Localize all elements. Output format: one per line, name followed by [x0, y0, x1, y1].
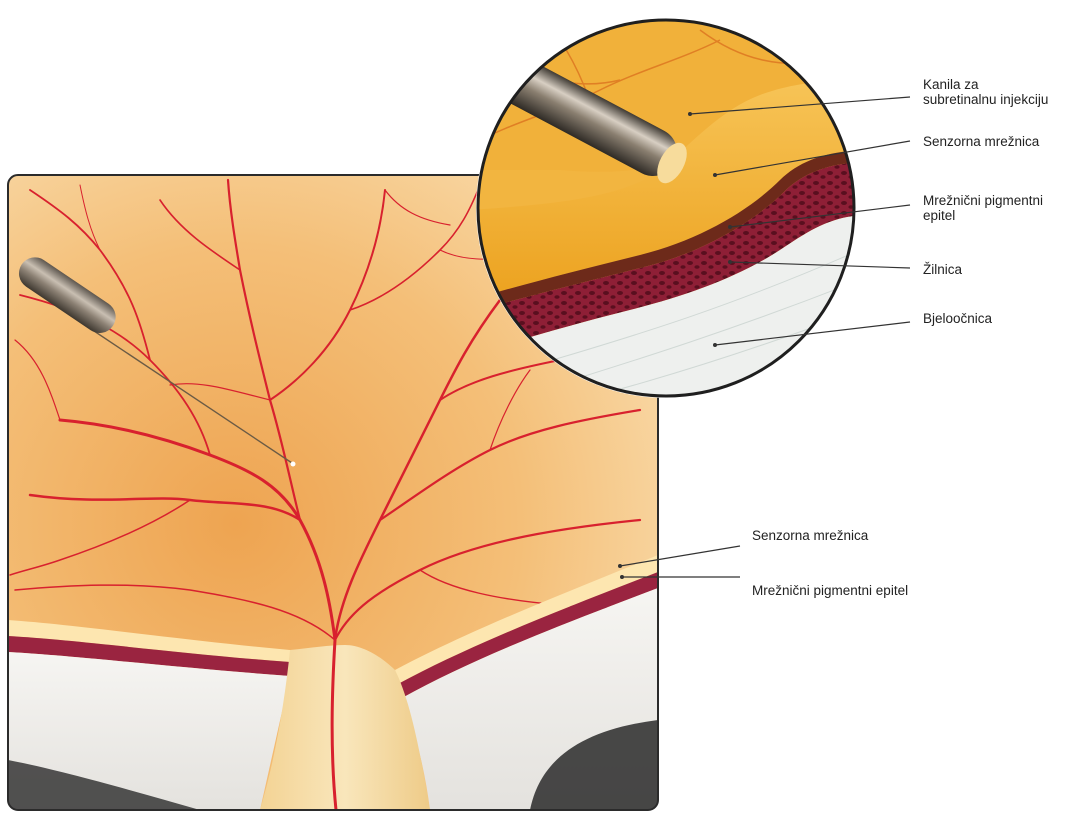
- label-inset-sensory-retina: Senzorna mrežnica: [923, 134, 1039, 149]
- label-main-sensory-retina: Senzorna mrežnica: [752, 528, 868, 543]
- label-sclera: Bjeloočnica: [923, 311, 992, 326]
- label-inset-rpe-line1: Mrežnični pigmentni: [923, 193, 1043, 208]
- label-main-rpe: Mrežnični pigmentni epitel: [752, 583, 908, 598]
- label-choroid: Žilnica: [923, 262, 962, 277]
- label-cannula-line2: subretinalnu injekciju: [923, 92, 1048, 107]
- label-inset-rpe-line2: epitel: [923, 208, 955, 223]
- label-cannula-line1: Kanila za: [923, 77, 979, 92]
